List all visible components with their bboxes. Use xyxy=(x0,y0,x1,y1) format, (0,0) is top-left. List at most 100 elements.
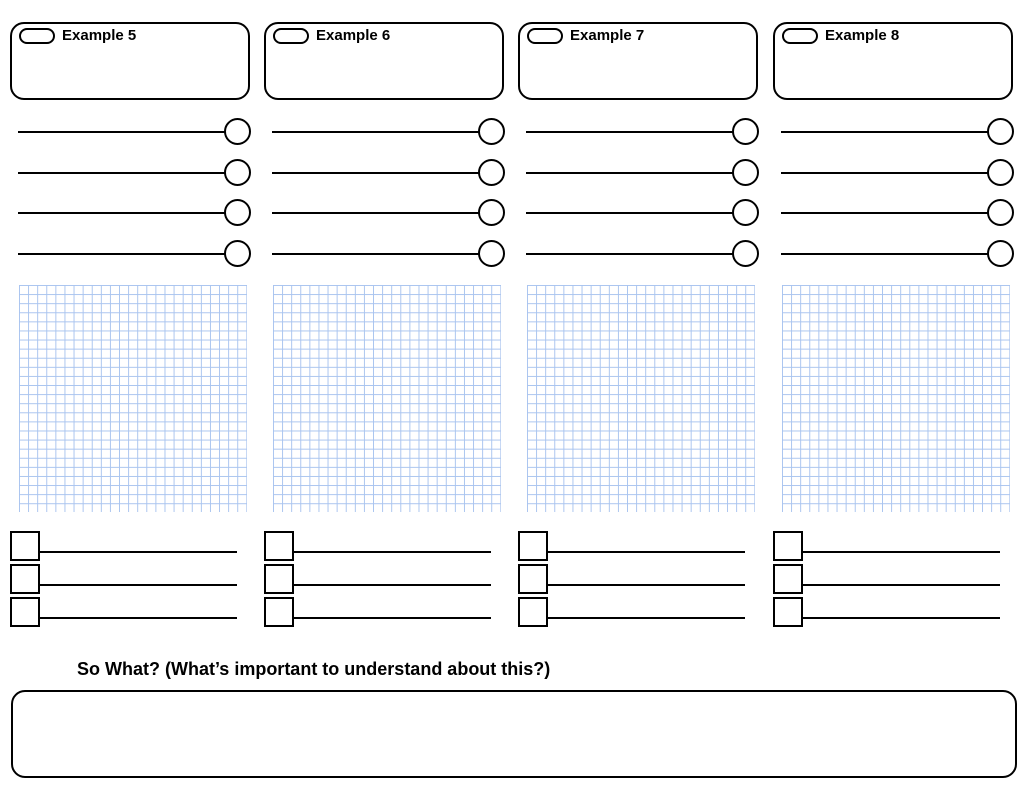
checkbox-line-row[interactable] xyxy=(518,531,746,561)
line-with-circle[interactable] xyxy=(272,199,505,227)
graph-paper-grid[interactable] xyxy=(19,285,247,512)
writing-line xyxy=(272,131,480,133)
writing-line xyxy=(526,172,734,174)
example-header-box[interactable]: Example 8 xyxy=(773,22,1013,100)
writing-line xyxy=(292,584,491,586)
line-with-circle[interactable] xyxy=(526,118,759,146)
circle-marker[interactable] xyxy=(224,240,251,267)
checkbox-line-row[interactable] xyxy=(518,597,746,627)
graph-paper-grid[interactable] xyxy=(782,285,1010,512)
checkbox[interactable] xyxy=(264,597,294,627)
writing-line xyxy=(546,617,745,619)
checkbox-line-row[interactable] xyxy=(264,597,492,627)
circle-marker[interactable] xyxy=(478,199,505,226)
checkbox[interactable] xyxy=(10,564,40,594)
checkbox-line-row[interactable] xyxy=(264,564,492,594)
line-with-circle[interactable] xyxy=(526,159,759,187)
example-column-5: Example 5 xyxy=(10,0,254,640)
writing-line xyxy=(781,172,989,174)
circle-marker[interactable] xyxy=(478,159,505,186)
checkbox-line-row[interactable] xyxy=(264,531,492,561)
checkbox[interactable] xyxy=(518,531,548,561)
writing-line xyxy=(801,617,1000,619)
example-header-box[interactable]: Example 7 xyxy=(518,22,758,100)
checkbox-line-row[interactable] xyxy=(773,597,1001,627)
checkbox[interactable] xyxy=(264,531,294,561)
circle-marker[interactable] xyxy=(732,118,759,145)
writing-line xyxy=(38,551,237,553)
circle-marker[interactable] xyxy=(478,118,505,145)
writing-line xyxy=(546,551,745,553)
circle-marker[interactable] xyxy=(732,240,759,267)
checkbox[interactable] xyxy=(518,597,548,627)
circle-marker[interactable] xyxy=(224,159,251,186)
line-with-circle[interactable] xyxy=(526,240,759,268)
checkbox[interactable] xyxy=(773,564,803,594)
example-number-pill[interactable] xyxy=(527,28,563,44)
line-with-circle[interactable] xyxy=(781,159,1014,187)
line-with-circle[interactable] xyxy=(18,159,251,187)
so-what-prompt: So What? (What’s important to understand… xyxy=(77,659,551,679)
writing-line xyxy=(18,172,226,174)
circle-marker[interactable] xyxy=(987,240,1014,267)
example-title: Example 8 xyxy=(825,27,900,44)
graph-paper-grid[interactable] xyxy=(273,285,501,512)
circle-marker[interactable] xyxy=(732,199,759,226)
writing-line xyxy=(38,584,237,586)
checkbox-line-row[interactable] xyxy=(773,564,1001,594)
line-with-circle[interactable] xyxy=(18,240,251,268)
circle-marker[interactable] xyxy=(987,118,1014,145)
checkbox[interactable] xyxy=(773,597,803,627)
example-number-pill[interactable] xyxy=(782,28,818,44)
line-with-circle[interactable] xyxy=(526,199,759,227)
writing-line xyxy=(18,253,226,255)
circle-marker[interactable] xyxy=(987,199,1014,226)
line-with-circle[interactable] xyxy=(781,240,1014,268)
line-with-circle[interactable] xyxy=(272,159,505,187)
checkbox[interactable] xyxy=(518,564,548,594)
example-title: Example 5 xyxy=(62,27,137,44)
checkbox[interactable] xyxy=(264,564,294,594)
circle-marker[interactable] xyxy=(732,159,759,186)
line-with-circle[interactable] xyxy=(18,199,251,227)
example-title: Example 6 xyxy=(316,27,391,44)
writing-line xyxy=(801,584,1000,586)
example-column-7: Example 7 xyxy=(518,0,762,640)
line-with-circle[interactable] xyxy=(272,118,505,146)
checkbox-line-row[interactable] xyxy=(10,531,238,561)
example-number-pill[interactable] xyxy=(19,28,55,44)
checkbox-line-row[interactable] xyxy=(518,564,746,594)
writing-line xyxy=(272,212,480,214)
circle-marker[interactable] xyxy=(478,240,505,267)
checkbox-line-row[interactable] xyxy=(10,564,238,594)
example-header-box[interactable]: Example 6 xyxy=(264,22,504,100)
circle-marker[interactable] xyxy=(224,118,251,145)
circle-marker[interactable] xyxy=(224,199,251,226)
writing-line xyxy=(526,212,734,214)
writing-line xyxy=(18,212,226,214)
writing-line xyxy=(526,131,734,133)
line-with-circle[interactable] xyxy=(18,118,251,146)
graph-paper-grid[interactable] xyxy=(527,285,755,512)
so-what-answer-box[interactable] xyxy=(11,690,1017,778)
example-number-pill[interactable] xyxy=(273,28,309,44)
example-column-8: Example 8 xyxy=(773,0,1017,640)
line-with-circle[interactable] xyxy=(272,240,505,268)
writing-line xyxy=(272,253,480,255)
checkbox[interactable] xyxy=(10,531,40,561)
line-with-circle[interactable] xyxy=(781,118,1014,146)
writing-line xyxy=(781,131,989,133)
checkbox-line-row[interactable] xyxy=(10,597,238,627)
example-column-6: Example 6 xyxy=(264,0,508,640)
line-with-circle[interactable] xyxy=(781,199,1014,227)
checkbox[interactable] xyxy=(773,531,803,561)
example-title: Example 7 xyxy=(570,27,645,44)
example-header-box[interactable]: Example 5 xyxy=(10,22,250,100)
writing-line xyxy=(801,551,1000,553)
checkbox-line-row[interactable] xyxy=(773,531,1001,561)
checkbox[interactable] xyxy=(10,597,40,627)
writing-line xyxy=(526,253,734,255)
writing-line xyxy=(38,617,237,619)
writing-line xyxy=(18,131,226,133)
circle-marker[interactable] xyxy=(987,159,1014,186)
